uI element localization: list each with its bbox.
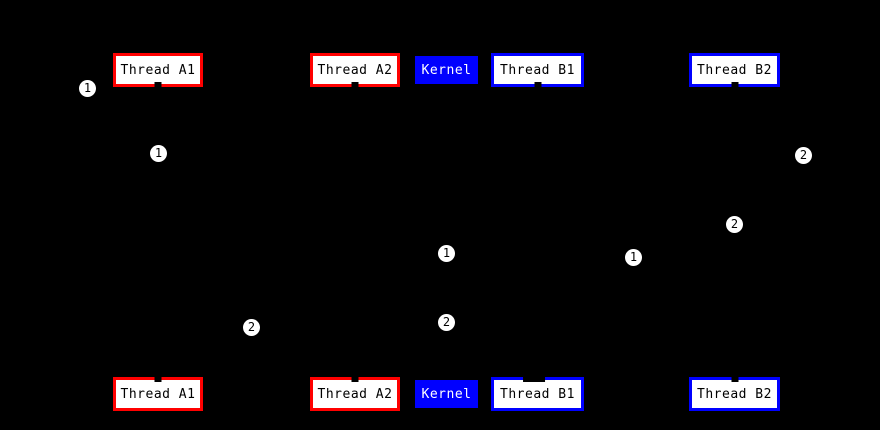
sequence-number-badge: 2 xyxy=(726,216,743,233)
participant-label: Thread B1 xyxy=(500,62,575,78)
participant-thread-a2-top: Thread A2 xyxy=(310,53,400,87)
participant-label: Thread A2 xyxy=(317,62,393,78)
lifeline-notch xyxy=(351,82,359,87)
lifeline-notch xyxy=(154,82,162,87)
sequence-number-badge: 1 xyxy=(438,245,455,262)
participant-label: Thread A2 xyxy=(317,386,393,402)
participant-thread-b2-top: Thread B2 xyxy=(689,53,780,87)
participant-label: Kernel xyxy=(421,386,472,402)
sequence-number-badge: 1 xyxy=(150,145,167,162)
participant-thread-b1-top: Thread B1 xyxy=(491,53,584,87)
participant-thread-a2-bottom: Thread A2 xyxy=(310,377,400,411)
participant-label: Thread B1 xyxy=(500,386,575,402)
lifeline-notch xyxy=(351,377,359,382)
sequence-number-badge: 1 xyxy=(625,249,642,266)
sequence-number-badge: 2 xyxy=(243,319,260,336)
participant-thread-b1-bottom: Thread B1 xyxy=(491,377,584,411)
participant-label: Thread B2 xyxy=(697,386,772,402)
lifeline-notch xyxy=(731,82,738,87)
sequence-number-badge: 2 xyxy=(438,314,455,331)
participant-label: Thread A1 xyxy=(120,386,196,402)
participant-thread-a1-top: Thread A1 xyxy=(113,53,203,87)
lifeline-notch xyxy=(731,377,738,382)
participant-label: Thread A1 xyxy=(120,62,196,78)
lifeline-notch xyxy=(534,82,541,87)
lifeline-notch xyxy=(522,377,545,382)
participant-thread-a1-bottom: Thread A1 xyxy=(113,377,203,411)
sequence-number-badge: 1 xyxy=(79,80,96,97)
participant-kernel-top: Kernel xyxy=(415,56,478,84)
lifeline-notch xyxy=(154,377,162,382)
participant-kernel-bottom: Kernel xyxy=(415,380,478,408)
participant-thread-b2-bottom: Thread B2 xyxy=(689,377,780,411)
participant-label: Thread B2 xyxy=(697,62,772,78)
sequence-number-badge: 2 xyxy=(795,147,812,164)
participant-label: Kernel xyxy=(421,62,472,78)
